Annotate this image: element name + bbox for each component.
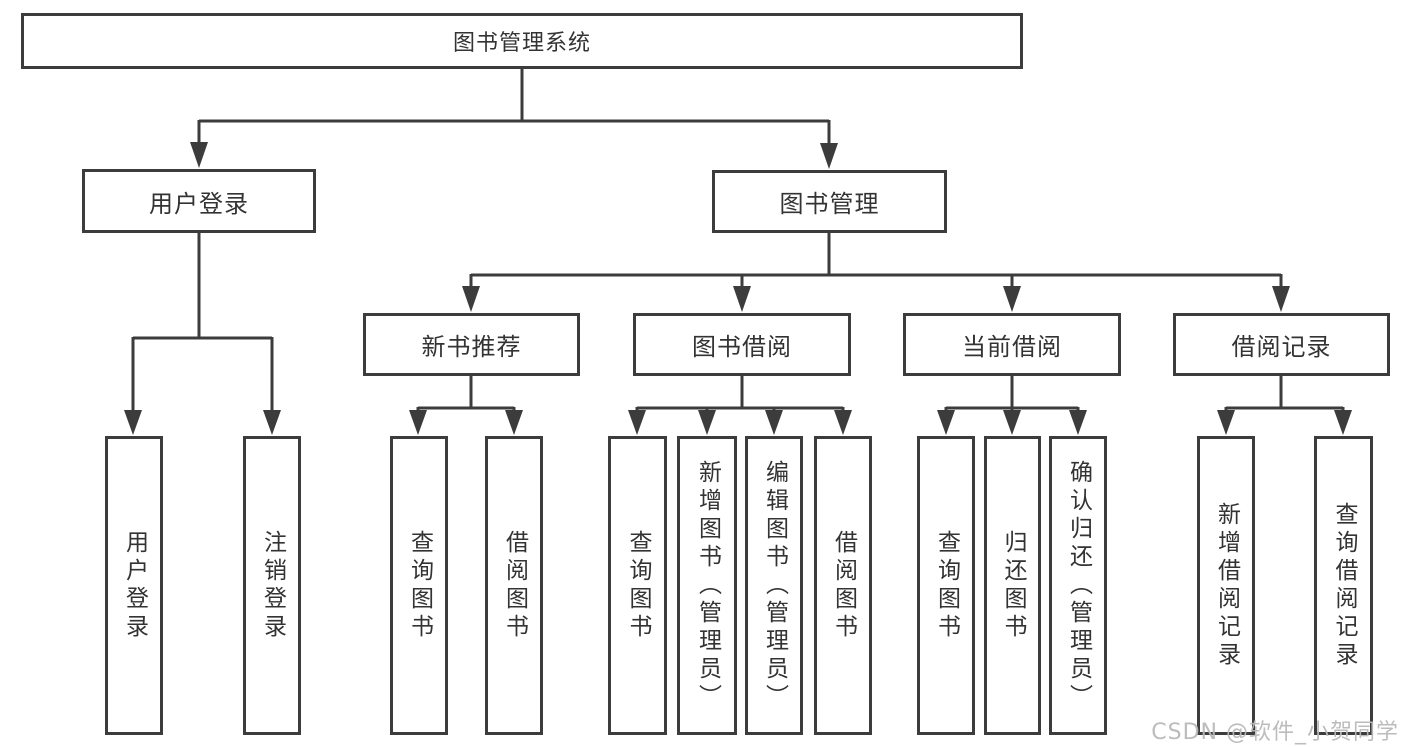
leaf-query-books-current: 查询图书 — [917, 436, 975, 735]
leaf-return-book: 归还图书 — [984, 436, 1041, 735]
leaf-user-login: 用户登录 — [105, 436, 163, 735]
leaf-confirm-return-admin: 确认归还（管理员） — [1049, 436, 1107, 735]
node-new-book-recommend: 新书推荐 — [363, 313, 580, 376]
leaf-query-books-recommend: 查询图书 — [390, 436, 448, 735]
node-user-login: 用户登录 — [82, 169, 316, 233]
leaf-logout: 注销登录 — [243, 436, 301, 735]
leaf-add-borrow-record: 新增借阅记录 — [1197, 436, 1255, 735]
csdn-watermark: CSDN @软件_小贺同学 — [1151, 720, 1399, 745]
node-book-borrow: 图书借阅 — [633, 313, 851, 376]
leaf-query-borrow-record: 查询借阅记录 — [1314, 436, 1373, 735]
leaf-query-books-borrow: 查询图书 — [608, 436, 667, 735]
node-current-borrow: 当前借阅 — [903, 313, 1121, 376]
leaf-borrow-books-recommend: 借阅图书 — [485, 436, 543, 735]
node-borrow-records: 借阅记录 — [1173, 313, 1390, 376]
node-root-system: 图书管理系统 — [21, 13, 1023, 69]
leaf-edit-book-admin: 编辑图书（管理员） — [745, 436, 803, 735]
node-book-management: 图书管理 — [712, 170, 947, 233]
leaf-borrow-books: 借阅图书 — [814, 436, 872, 735]
leaf-add-book-admin: 新增图书（管理员） — [677, 436, 737, 735]
